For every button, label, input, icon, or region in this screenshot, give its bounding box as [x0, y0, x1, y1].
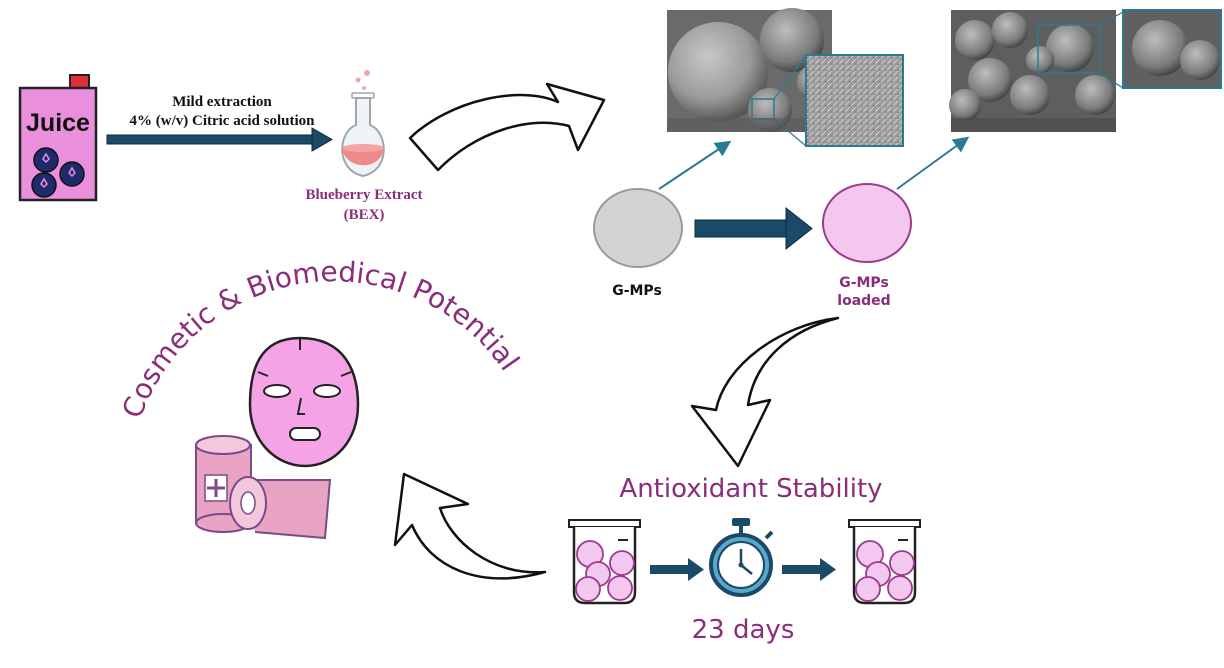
bandage-roll-icon — [195, 435, 332, 540]
extraction-line-1: Mild extraction — [172, 94, 272, 110]
curved-arrow-icon — [393, 472, 547, 580]
beaker-icon — [848, 519, 921, 605]
extraction-line-2: 4% (w/v) Citric acid solution — [130, 113, 316, 129]
empty-particle-label: G-MPs — [612, 283, 662, 299]
sem-zoom-loaded — [1122, 9, 1222, 89]
loaded-particle — [822, 183, 912, 263]
loading-arrow — [694, 206, 813, 251]
empty-particle — [593, 188, 683, 268]
extraction-arrow — [106, 127, 334, 152]
loaded-particle-label-1: G-MPs — [839, 275, 889, 291]
curved-arrow-icon — [408, 82, 606, 172]
stability-title: Antioxidant Stability — [619, 474, 882, 504]
juice-label: Juice — [26, 109, 90, 137]
timeline-arrow-1 — [650, 558, 704, 581]
curved-arrow-icon — [690, 316, 840, 468]
flask-icon — [341, 70, 385, 178]
pointer-arrow-empty — [658, 140, 732, 190]
sem-zoom-empty — [805, 54, 904, 147]
stopwatch-icon — [709, 518, 774, 597]
pointer-arrow-loaded — [896, 136, 970, 190]
sem-image-loaded — [949, 10, 1124, 132]
duration-label: 23 days — [692, 615, 795, 645]
extract-line-2: (BEX) — [344, 207, 385, 223]
face-mask-icon — [248, 336, 360, 468]
juice-box-icon — [18, 74, 98, 202]
loaded-particle-label-2: loaded — [837, 293, 890, 309]
extract-line-1: Blueberry Extract — [305, 187, 422, 203]
beaker-icon — [568, 519, 641, 605]
timeline-arrow-2 — [782, 558, 836, 581]
